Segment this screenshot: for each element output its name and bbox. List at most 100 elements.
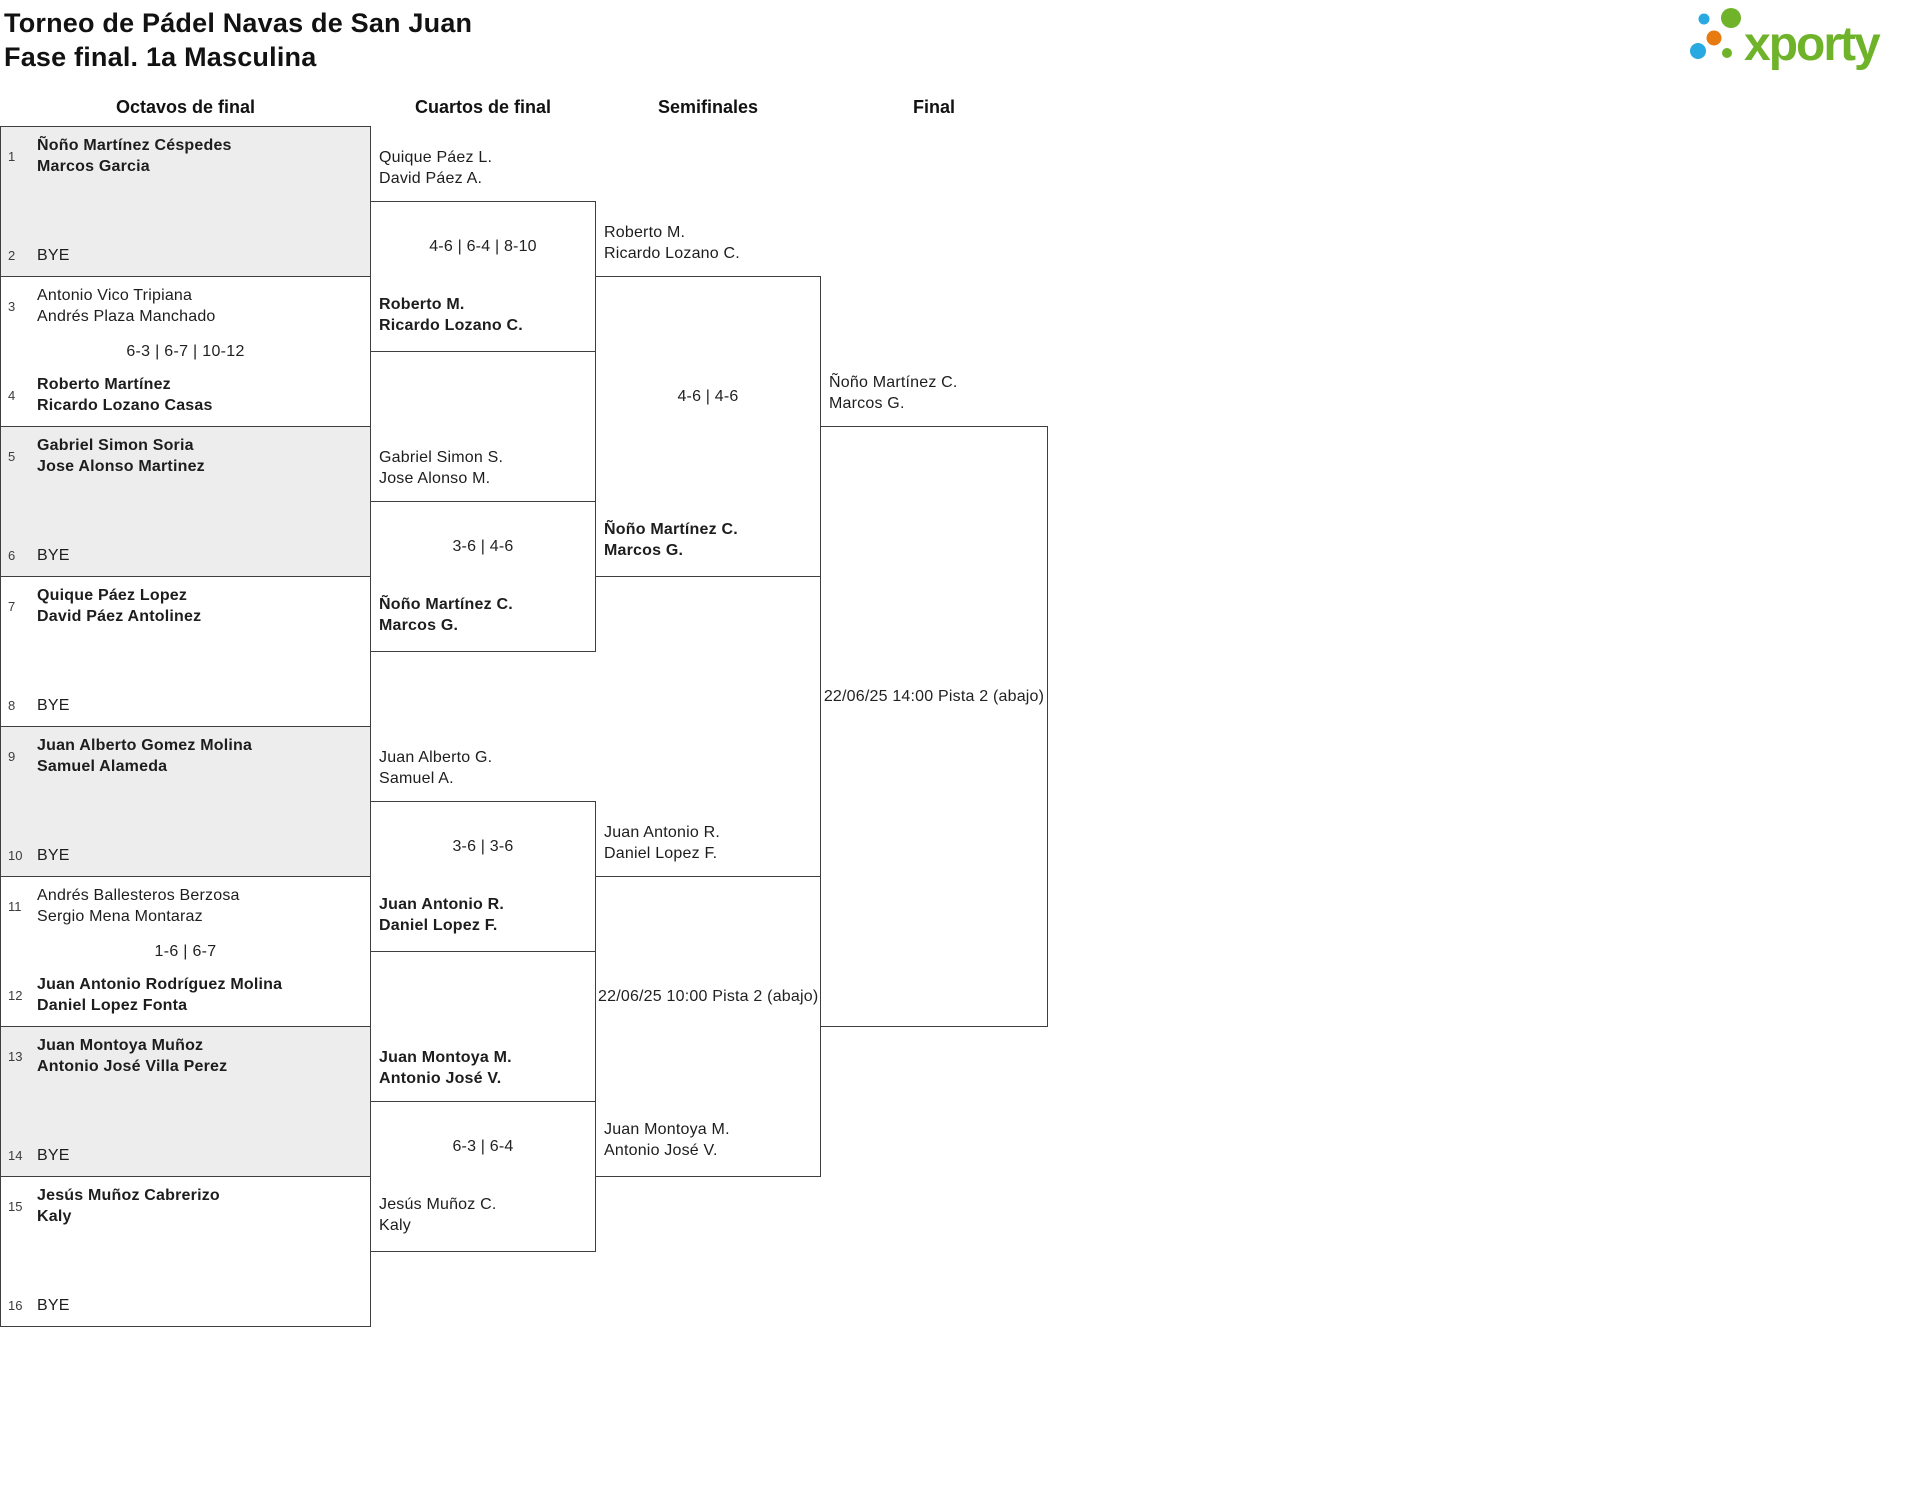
match-final: Ñoño Martínez C. Marcos G. 22/06/25 14:0…	[820, 374, 1048, 1027]
seed-number: 2	[8, 248, 16, 263]
bracket-slot-3: 3 Antonio Vico Tripiana Andrés Plaza Man…	[8, 285, 364, 327]
logo-dot-green-big	[1721, 8, 1741, 28]
team-name: Roberto Martínez Ricardo Lozano Casas	[37, 376, 213, 414]
seed-number: 10	[8, 848, 23, 863]
bracket-slot-4: 4 Roberto Martínez Ricardo Lozano Casas	[8, 374, 364, 416]
match-qf-1: Quique Páez L. David Páez A. 4-6 | 6-4 |…	[370, 149, 596, 352]
match-sf-2: Juan Antonio R. Daniel Lopez F. 22/06/25…	[595, 824, 821, 1177]
match-sf-1: Roberto M. Ricardo Lozano C. 4-6 | 4-6 Ñ…	[595, 224, 821, 577]
match-r16-3: 5 Gabriel Simon Soria Jose Alonso Martin…	[0, 426, 371, 577]
match-score: 4-6 | 4-6	[677, 388, 739, 405]
seed-number: 9	[8, 748, 16, 764]
seed-number: 11	[8, 898, 22, 914]
match-score: 4-6 | 6-4 | 8-10	[429, 238, 537, 255]
page-title: Torneo de Pádel Navas de San Juan Fase f…	[4, 6, 472, 74]
seed-number: 7	[8, 598, 16, 614]
team-name: Ñoño Martínez C. Marcos G.	[604, 521, 738, 559]
round-header-semifinales: Semifinales	[657, 97, 759, 117]
seed-number: 15	[8, 1198, 23, 1214]
match-schedule: 22/06/25 10:00 Pista 2 (abajo)	[598, 988, 819, 1005]
match-r16-4: 7 Quique Páez Lopez David Páez Antolinez…	[0, 576, 371, 727]
team-name: Antonio Vico Tripiana Andrés Plaza Manch…	[37, 287, 216, 325]
logo-dot-green-small	[1722, 48, 1732, 58]
team-name: Ñoño Martínez C. Marcos G.	[379, 596, 513, 634]
team-name: Juan Antonio Rodríguez Molina Daniel Lop…	[37, 976, 283, 1014]
bracket-slot-8: 8 BYE	[8, 695, 364, 716]
team-name: Juan Montoya Muñoz Antonio José Villa Pe…	[37, 1037, 228, 1075]
logo-dot-orange	[1706, 30, 1722, 46]
phase-subtitle: Fase final. 1a Masculina	[4, 42, 317, 72]
bracket-slot-9: 9 Juan Alberto Gomez Molina Samuel Alame…	[8, 735, 364, 777]
xporty-logo[interactable]: xporty	[1682, 2, 1914, 74]
team-name: Juan Antonio R. Daniel Lopez F.	[604, 824, 720, 862]
bracket-slot-7: 7 Quique Páez Lopez David Páez Antolinez	[8, 585, 364, 627]
match-r16-1: 1 Ñoño Martínez Céspedes Marcos Garcia 2…	[0, 126, 371, 277]
team-name: Jesús Muñoz Cabrerizo Kaly	[37, 1187, 220, 1225]
bracket-slot-10: 10 BYE	[8, 845, 364, 866]
team-name: Juan Antonio R. Daniel Lopez F.	[379, 896, 505, 934]
match-r16-6: 11 Andrés Ballesteros Berzosa Sergio Men…	[0, 876, 371, 1027]
logo-dot-blue-big	[1690, 43, 1706, 59]
round-header-final: Final	[912, 97, 955, 117]
bracket-slot-1: 1 Ñoño Martínez Céspedes Marcos Garcia	[8, 135, 364, 177]
match-qf-4: Juan Montoya M. Antonio José V. 6-3 | 6-…	[370, 1049, 596, 1252]
bye-label: BYE	[37, 547, 70, 564]
seed-number: 13	[8, 1048, 23, 1064]
team-name: Jesús Muñoz C. Kaly	[379, 1196, 497, 1234]
bracket-slot-5: 5 Gabriel Simon Soria Jose Alonso Martin…	[8, 435, 364, 477]
bracket-slot-16: 16 BYE	[8, 1295, 364, 1316]
bye-label: BYE	[37, 247, 70, 264]
seed-number: 5	[8, 448, 16, 464]
team-name: Ñoño Martínez C. Marcos G.	[829, 374, 958, 412]
seed-number: 12	[8, 987, 23, 1003]
team-name: Juan Alberto G. Samuel A.	[379, 749, 493, 787]
round-header-octavos: Octavos de final	[115, 97, 256, 117]
tournament-title: Torneo de Pádel Navas de San Juan	[4, 8, 473, 38]
team-name: Quique Páez L. David Páez A.	[379, 149, 493, 187]
bracket-slot-2: 2 BYE	[8, 245, 364, 266]
bye-label: BYE	[37, 697, 70, 714]
xporty-logo-graphic: xporty	[1690, 8, 1883, 71]
bracket-slot-6: 6 BYE	[8, 545, 364, 566]
seed-number: 4	[8, 387, 16, 403]
bracket-slot-12: 12 Juan Antonio Rodríguez Molina Daniel …	[8, 974, 364, 1016]
bracket-slot-13: 13 Juan Montoya Muñoz Antonio José Villa…	[8, 1035, 364, 1077]
team-name: Ñoño Martínez Céspedes Marcos Garcia	[37, 137, 232, 175]
match-score: 6-3 | 6-4	[452, 1138, 514, 1155]
match-r16-7: 13 Juan Montoya Muñoz Antonio José Villa…	[0, 1026, 371, 1177]
team-name: Juan Montoya M. Antonio José V.	[379, 1049, 512, 1087]
logo-dot-blue-small	[1698, 13, 1710, 25]
team-name: Juan Alberto Gomez Molina Samuel Alameda	[37, 737, 253, 775]
seed-number: 14	[8, 1148, 23, 1163]
match-score: 1-6 | 6-7	[154, 942, 217, 960]
match-r16-5: 9 Juan Alberto Gomez Molina Samuel Alame…	[0, 726, 371, 877]
match-qf-3: Juan Alberto G. Samuel A. 3-6 | 3-6 Juan…	[370, 749, 596, 952]
match-score: 3-6 | 3-6	[452, 838, 514, 855]
bye-label: BYE	[37, 1297, 70, 1314]
round-header-cuartos: Cuartos de final	[414, 97, 552, 117]
match-r16-8: 15 Jesús Muñoz Cabrerizo Kaly 16 BYE	[0, 1176, 371, 1327]
seed-number: 3	[8, 298, 16, 314]
match-score: 6-3 | 6-7 | 10-12	[126, 342, 245, 360]
team-name: Roberto M. Ricardo Lozano C.	[604, 224, 740, 262]
match-r16-2: 3 Antonio Vico Tripiana Andrés Plaza Man…	[0, 276, 371, 427]
seed-number: 6	[8, 548, 16, 563]
bye-label: BYE	[37, 1147, 70, 1164]
team-name: Andrés Ballesteros Berzosa Sergio Mena M…	[37, 887, 240, 925]
bracket-slot-15: 15 Jesús Muñoz Cabrerizo Kaly	[8, 1185, 364, 1227]
team-name: Juan Montoya M. Antonio José V.	[604, 1121, 730, 1159]
bye-label: BYE	[37, 847, 70, 864]
logo-wordmark: xporty	[1744, 18, 1881, 71]
bracket-slot-14: 14 BYE	[8, 1145, 364, 1166]
team-name: Quique Páez Lopez David Páez Antolinez	[37, 587, 202, 625]
match-schedule: 22/06/25 14:00 Pista 2 (abajo)	[823, 688, 1045, 705]
seed-number: 8	[8, 698, 16, 713]
match-score: 3-6 | 4-6	[452, 538, 514, 555]
seed-number: 16	[8, 1298, 23, 1313]
bracket-slot-11: 11 Andrés Ballesteros Berzosa Sergio Men…	[8, 885, 364, 927]
match-qf-2: Gabriel Simon S. Jose Alonso M. 3-6 | 4-…	[370, 449, 596, 652]
team-name: Roberto M. Ricardo Lozano C.	[379, 296, 523, 334]
seed-number: 1	[8, 148, 16, 164]
team-name: Gabriel Simon S. Jose Alonso M.	[379, 449, 504, 487]
